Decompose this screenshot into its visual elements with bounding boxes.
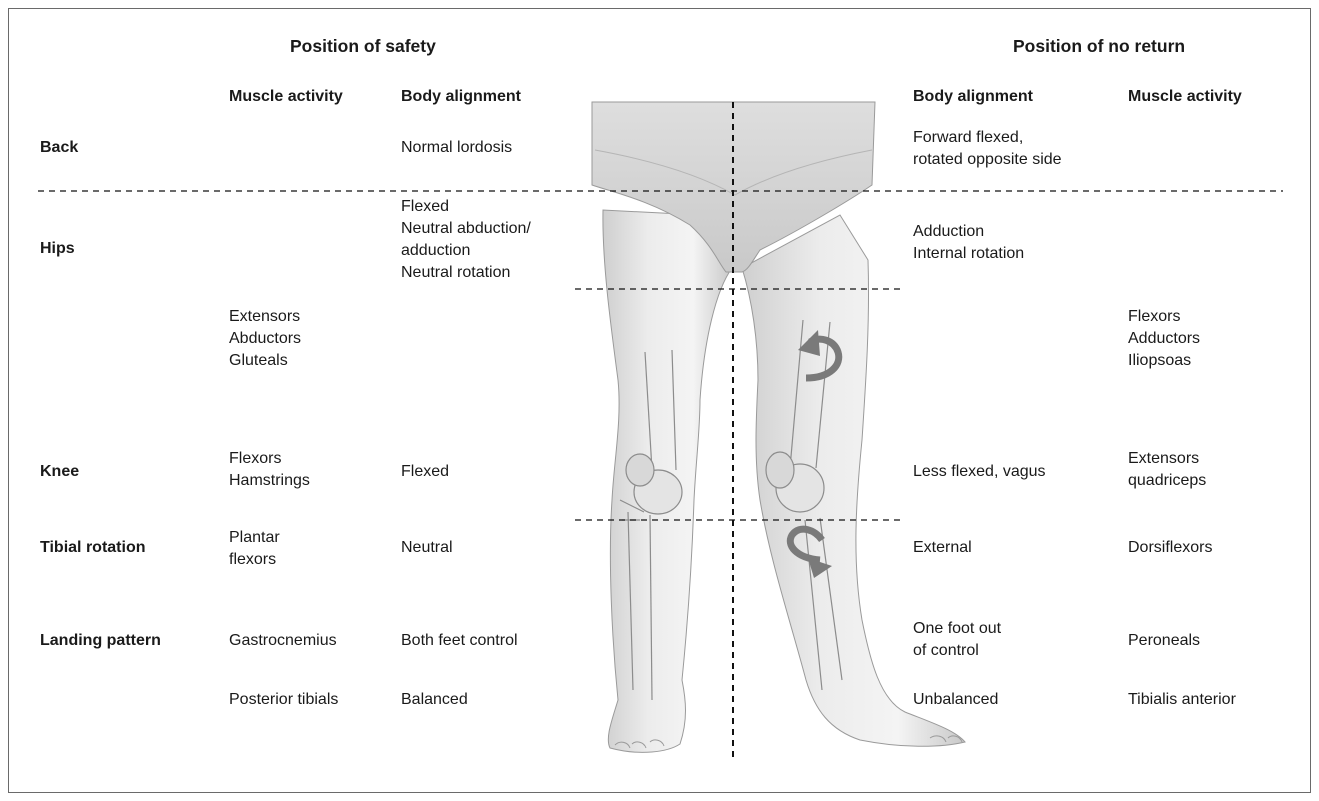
safety-landing-alignment: Both feet control [401, 630, 518, 652]
no-return-landing-alignment: One foot out of control [913, 618, 1001, 662]
no-return-back-alignment: Forward flexed, rotated opposite side [913, 127, 1062, 171]
safety-back-alignment: Normal lordosis [401, 137, 512, 159]
col-left-body-alignment: Body alignment [401, 86, 521, 108]
safety-landing-muscles: Gastrocnemius [229, 630, 337, 652]
no-return-balance-alignment: Unbalanced [913, 689, 998, 711]
row-landing-pattern: Landing pattern [40, 630, 161, 652]
no-return-balance-muscles: Tibialis anterior [1128, 689, 1236, 711]
safety-thigh-muscles: Extensors Abductors Gluteals [229, 306, 301, 372]
safety-tibial-alignment: Neutral [401, 537, 453, 559]
col-left-muscle-activity: Muscle activity [229, 86, 343, 108]
no-return-knee-muscles: Extensors quadriceps [1128, 448, 1206, 492]
row-hips: Hips [40, 238, 75, 260]
row-knee: Knee [40, 461, 79, 483]
safety-tibial-muscles: Plantar flexors [229, 527, 280, 571]
no-return-landing-muscles: Peroneals [1128, 630, 1200, 652]
heading-position-of-safety: Position of safety [290, 35, 436, 57]
col-right-body-alignment: Body alignment [913, 86, 1033, 108]
safety-knee-alignment: Flexed [401, 461, 449, 483]
col-right-muscle-activity: Muscle activity [1128, 86, 1242, 108]
no-return-thigh-muscles: Flexors Adductors Iliopsoas [1128, 306, 1200, 372]
safety-knee-muscles: Flexors Hamstrings [229, 448, 310, 492]
no-return-hips-alignment: Adduction Internal rotation [913, 221, 1024, 265]
no-return-tibial-alignment: External [913, 537, 972, 559]
safety-balance-muscles: Posterior tibials [229, 689, 338, 711]
no-return-knee-alignment: Less flexed, vagus [913, 461, 1046, 483]
row-tibial-rotation: Tibial rotation [40, 537, 145, 559]
safety-balance-alignment: Balanced [401, 689, 468, 711]
safety-hips-alignment: Flexed Neutral abduction/ adduction Neut… [401, 196, 531, 284]
row-back: Back [40, 137, 78, 159]
heading-position-of-no-return: Position of no return [1013, 35, 1185, 57]
no-return-tibial-muscles: Dorsiflexors [1128, 537, 1212, 559]
